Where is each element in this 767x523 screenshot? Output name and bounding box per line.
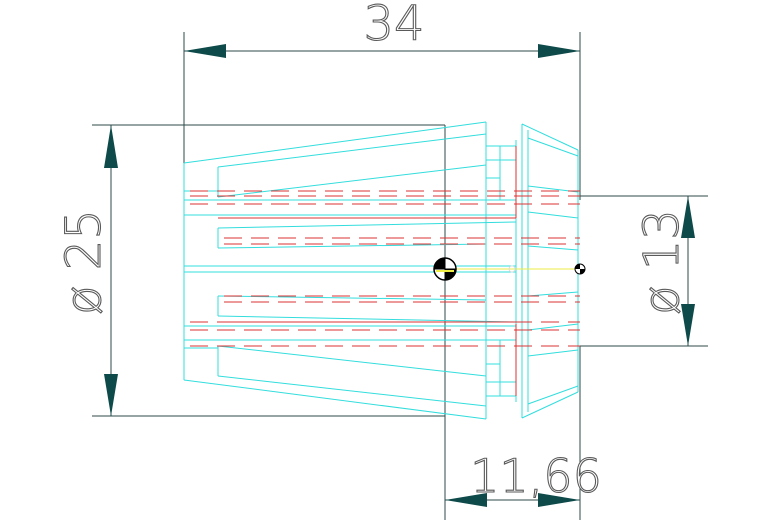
arrow-bore-bottom: [681, 304, 695, 346]
cog-quadrant: [434, 258, 445, 269]
arrow-right: [538, 44, 580, 58]
slot-top-c: [217, 221, 517, 229]
head-slot-mid-b: [527, 291, 579, 297]
taper-top-outer: [183, 121, 487, 164]
slot-line: [217, 345, 487, 377]
dimension-label-length: 34: [363, 0, 424, 52]
head-bottom-chamfer-inner: [527, 385, 579, 405]
dimension-outer-diameter: ø 25: [55, 124, 445, 417]
taper-bottom-outer: [183, 379, 487, 420]
dimension-label-outer-diameter: ø 25: [56, 209, 112, 315]
arrow-offset-right: [538, 493, 580, 507]
center-of-gravity-symbol-large: [433, 257, 457, 281]
head-top-chamfer: [521, 123, 579, 151]
collet-outline: [183, 121, 579, 420]
head-top-chamfer-inner: [527, 137, 579, 157]
center-of-gravity-symbol-small: [574, 263, 586, 275]
arrow-bottom: [104, 374, 118, 416]
axis-point: [508, 265, 516, 273]
cog-small-quadrant: [575, 264, 580, 269]
cog-small-quadrant: [580, 269, 585, 274]
head-slot-bottom: [527, 349, 579, 357]
head-slot-bottom-b: [527, 323, 579, 331]
slot-bottom-d: [217, 295, 487, 301]
head-slot-mid-a: [527, 245, 579, 251]
arrow-bore-top: [681, 196, 695, 238]
slot-line: [217, 164, 487, 198]
slot-bottom-c: [217, 315, 517, 323]
slot-top-d: [217, 243, 487, 249]
dimension-label-offset: 11,66: [470, 449, 602, 503]
head-slot-top-b: [527, 211, 579, 219]
dimension-bore-diameter: ø 13: [580, 195, 708, 347]
taper-bottom-inner: [217, 375, 487, 407]
arrow-top: [104, 125, 118, 168]
arrow-left: [184, 44, 226, 58]
head-bottom-chamfer: [521, 391, 579, 419]
hidden-lines: [190, 146, 580, 396]
taper-top-inner: [217, 133, 487, 168]
dimension-label-bore-diameter: ø 13: [634, 209, 690, 315]
center-axis: [445, 265, 580, 273]
arrow-offset-left: [445, 493, 487, 507]
dimension-overall-length: 34: [183, 0, 581, 200]
